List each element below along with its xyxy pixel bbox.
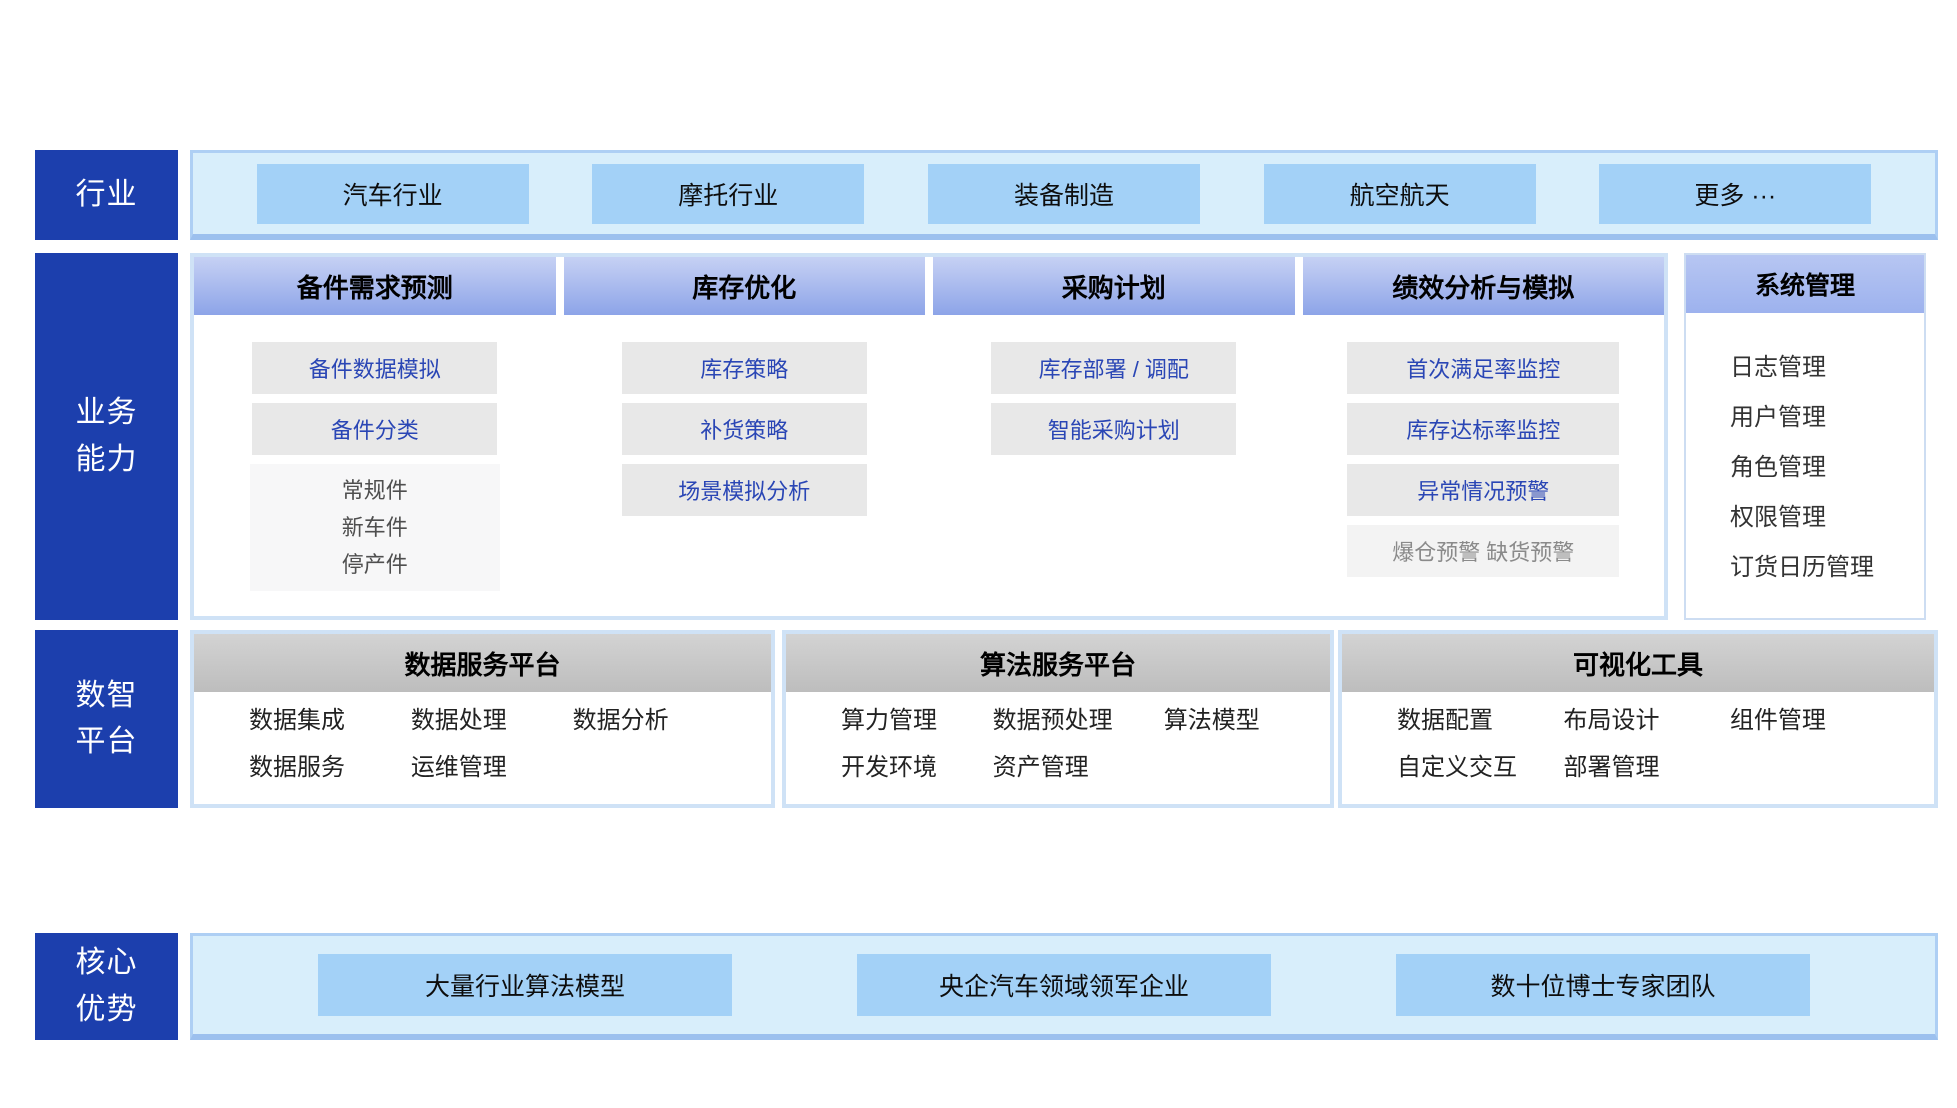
platform-item: 数据集成 [249,707,345,734]
capability-column-demand-forecast: 备件需求预测 备件数据模拟 备件分类 常规件 新车件 停产件 [194,257,556,616]
platform-box-header: 算法服务平台 [786,634,1330,692]
platform-item: 部署管理 [1563,754,1660,781]
platform-box-header: 数据服务平台 [194,634,771,692]
rail-label-industry: 行业 [35,150,178,240]
industry-item-equipment: 装备制造 [927,163,1200,224]
platform-box-header: 可视化工具 [1342,634,1934,692]
system-management-header: 系统管理 [1686,255,1924,313]
capability-column-procurement-plan: 采购计划 库存部署 / 调配 智能采购计划 [933,257,1295,616]
system-management-item: 订货日历管理 [1730,553,1874,581]
industry-item-automotive: 汽车行业 [256,163,529,224]
rail-label-business-capability: 业务 能力 [35,253,178,620]
capability-chip: 首次满足率监控 [1347,342,1620,394]
platform-items-row: 开发环境 资产管理 [786,750,1330,786]
industry-item-more: 更多 ··· [1599,163,1872,224]
rail-label-advantage-line1: 核心 [75,946,138,979]
system-management-item: 日志管理 [1730,353,1826,381]
advantage-item-phd-team: 数十位博士专家团队 [1396,954,1810,1016]
advantage-item-algorithm-models: 大量行业算法模型 [318,954,732,1016]
rail-label-advantage-line2: 优势 [75,992,138,1026]
platform-item: 资产管理 [992,754,1089,781]
platform-item: 数据处理 [410,707,507,734]
capability-chip: 异常情况预警 [1347,464,1620,516]
rail-label-digital-platform: 数智 平台 [35,630,178,808]
system-management-item: 权限管理 [1730,503,1826,531]
platform-item: 布局设计 [1563,707,1660,734]
industry-item-aerospace: 航空航天 [1263,163,1536,224]
system-management-panel: 系统管理 日志管理 用户管理 角色管理 权限管理 订货日历管理 [1684,253,1926,620]
platform-item: 算力管理 [841,707,937,734]
platform-items-row: 数据配置 布局设计 组件管理 [1342,703,1934,739]
rail-label-industry-text: 行业 [75,177,138,211]
capability-column-inventory-optimization: 库存优化 库存策略 补货策略 场景模拟分析 [563,257,925,616]
system-management-item: 角色管理 [1730,453,1826,481]
business-capability-section: 备件需求预测 备件数据模拟 备件分类 常规件 新车件 停产件 库存优化 库存策略… [190,253,1668,620]
capability-chip: 库存达标率监控 [1347,403,1620,455]
platform-item: 数据服务 [249,754,345,781]
platform-item: 数据预处理 [992,707,1113,734]
platform-item: 自定义交互 [1397,754,1517,781]
parts-type-item: 停产件 [341,552,408,577]
capability-column-header: 库存优化 [563,257,925,315]
parts-type-list: 常规件 新车件 停产件 [249,464,500,591]
rail-label-core-advantage: 核心 优势 [35,933,178,1040]
capability-column-performance-analysis: 绩效分析与模拟 首次满足率监控 库存达标率监控 异常情况预警 爆仓预警 缺货预警 [1302,257,1664,616]
parts-type-item: 新车件 [341,515,408,540]
platform-items-row: 自定义交互 部署管理 [1342,750,1934,786]
core-advantage-band: 大量行业算法模型 央企汽车领域领军企业 数十位博士专家团队 [190,933,1938,1040]
platform-items-row: 数据服务 运维管理 [194,750,771,786]
platform-item: 数据分析 [572,707,669,734]
rail-label-business-line1: 业务 [75,396,138,429]
platform-box-algorithm-services: 算法服务平台 算力管理 数据预处理 算法模型 开发环境 资产管理 [782,630,1334,808]
capability-column-header: 绩效分析与模拟 [1302,257,1664,315]
rail-label-platform-line2: 平台 [75,725,138,758]
system-management-item: 用户管理 [1730,403,1826,431]
rail-label-platform-line1: 数智 [75,678,138,712]
parts-type-item: 常规件 [341,478,408,503]
capability-chip: 补货策略 [621,403,867,455]
advantage-item-leading-enterprise: 央企汽车领域领军企业 [857,954,1271,1016]
platform-item: 运维管理 [410,754,507,781]
platform-box-data-services: 数据服务平台 数据集成 数据处理 数据分析 数据服务 运维管理 [190,630,775,808]
capability-chip: 备件数据模拟 [252,342,498,394]
capability-chip: 库存部署 / 调配 [991,342,1237,394]
platform-box-visualization-tools: 可视化工具 数据配置 布局设计 组件管理 自定义交互 部署管理 [1338,630,1938,808]
capability-chip: 库存策略 [621,342,867,394]
warning-types-label: 爆仓预警 缺货预警 [1347,525,1620,577]
capability-chip: 备件分类 [252,403,498,455]
platform-items-row: 数据集成 数据处理 数据分析 [194,703,771,739]
capability-column-header: 备件需求预测 [194,257,556,315]
industry-band: 汽车行业 摩托行业 装备制造 航空航天 更多 ··· [190,150,1938,240]
capability-column-header: 采购计划 [933,257,1295,315]
capability-chip: 智能采购计划 [991,403,1237,455]
platform-item: 算法模型 [1163,707,1260,734]
capability-chip: 场景模拟分析 [621,464,867,516]
system-management-list: 日志管理 用户管理 角色管理 权限管理 订货日历管理 [1686,339,1924,589]
platform-item: 组件管理 [1729,707,1826,734]
platform-items-row: 算力管理 数据预处理 算法模型 [786,703,1330,739]
rail-label-business-line2: 能力 [75,442,138,476]
platform-item: 开发环境 [841,754,937,781]
platform-item: 数据配置 [1397,707,1493,734]
industry-item-motorcycle: 摩托行业 [592,163,865,224]
